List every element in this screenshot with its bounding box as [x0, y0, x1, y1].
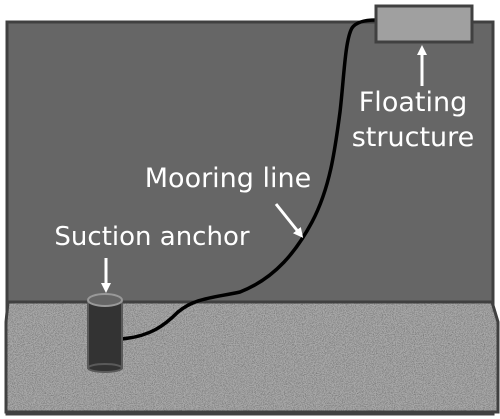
mooring-line — [118, 18, 378, 341]
label-floating-structure-line2: structure — [352, 122, 475, 153]
label-suction-anchor: Suction anchor — [54, 222, 249, 252]
seabed — [4, 300, 500, 414]
label-mooring-line: Mooring line — [145, 163, 312, 194]
floating-structure — [374, 4, 474, 44]
label-floating-structure-line1: Floating — [359, 87, 467, 118]
mooring-line-arrow — [274, 203, 304, 238]
suction-anchor — [87, 293, 123, 373]
